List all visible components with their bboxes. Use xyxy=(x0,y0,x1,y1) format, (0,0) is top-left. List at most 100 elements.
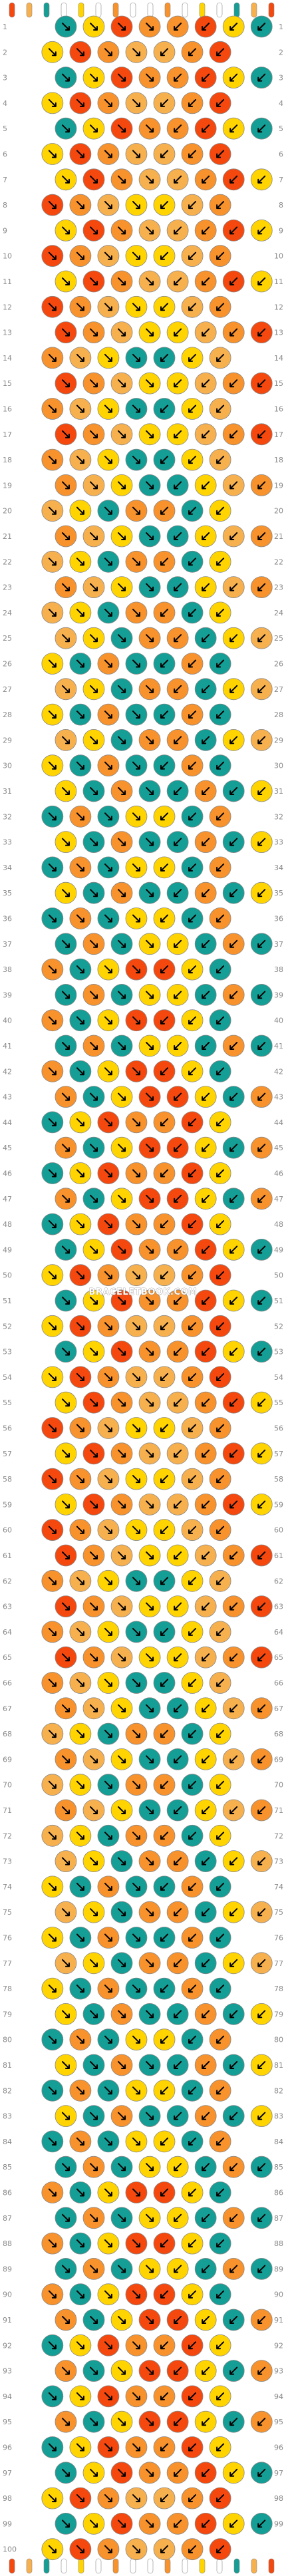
knot xyxy=(125,1009,148,1032)
strand-end-bottom xyxy=(233,2558,240,2574)
knot xyxy=(138,1850,161,1873)
knot xyxy=(82,729,105,751)
knot xyxy=(222,372,245,395)
knot xyxy=(209,1875,231,1898)
knot xyxy=(209,703,231,726)
knot xyxy=(250,372,273,395)
knot xyxy=(125,958,148,981)
row-number-left: 70 xyxy=(3,1781,12,1790)
row-number-right: 4 xyxy=(279,99,283,108)
knot xyxy=(209,2283,231,2306)
strand-end-bottom xyxy=(199,2558,206,2574)
knot xyxy=(82,2410,105,2433)
row-number-left: 16 xyxy=(3,405,12,414)
knot xyxy=(250,1341,273,1363)
knot xyxy=(82,627,105,649)
knot xyxy=(55,168,77,191)
row-number-left: 26 xyxy=(3,660,12,669)
knot xyxy=(125,295,148,318)
knot xyxy=(222,729,245,751)
knot xyxy=(181,1417,204,1439)
knot xyxy=(181,601,204,624)
row-number-right: 41 xyxy=(274,1042,283,1050)
row-number-left: 80 xyxy=(3,2036,12,2044)
knot xyxy=(138,1901,161,1923)
knot xyxy=(153,1519,176,1541)
knot xyxy=(166,1850,189,1873)
knot xyxy=(82,831,105,853)
knot xyxy=(138,168,161,191)
knot xyxy=(222,831,245,853)
knot xyxy=(250,321,273,344)
knot xyxy=(138,984,161,1006)
knot xyxy=(138,2257,161,2280)
knot xyxy=(110,2207,133,2229)
knot xyxy=(125,703,148,726)
knot xyxy=(194,882,217,904)
knot xyxy=(166,678,189,701)
knot xyxy=(166,729,189,751)
knot xyxy=(181,41,204,63)
knot xyxy=(250,1442,273,1465)
knot xyxy=(69,1519,92,1541)
row-number-right: 95 xyxy=(274,2418,283,2426)
knot xyxy=(138,2156,161,2178)
knot xyxy=(82,2207,105,2229)
knot xyxy=(125,1162,148,1184)
strand-end-top xyxy=(216,2,223,18)
knot xyxy=(138,678,161,701)
knot xyxy=(222,1442,245,1465)
row-number-left: 8 xyxy=(3,201,7,210)
knot xyxy=(41,1875,64,1898)
knot xyxy=(181,856,204,879)
knot xyxy=(110,15,133,38)
knot xyxy=(153,2538,176,2561)
knot xyxy=(69,143,92,165)
knot xyxy=(41,2028,64,2051)
knot xyxy=(138,831,161,853)
knot xyxy=(209,1977,231,2000)
knot xyxy=(250,2257,273,2280)
row-number-left: 2 xyxy=(3,48,7,57)
row-number-left: 86 xyxy=(3,2189,12,2197)
knot xyxy=(110,780,133,802)
knot xyxy=(250,627,273,649)
knot xyxy=(55,1289,77,1312)
row-number-right: 81 xyxy=(274,2061,283,2070)
row-number-left: 60 xyxy=(3,1526,12,1535)
knot xyxy=(55,2309,77,2331)
knot xyxy=(125,1519,148,1541)
row-number-right: 84 xyxy=(274,2138,283,2146)
row-number-right: 8 xyxy=(279,201,283,210)
knot xyxy=(209,2334,231,2356)
knot xyxy=(55,576,77,598)
knot xyxy=(153,1569,176,1592)
row-number-right: 23 xyxy=(274,583,283,592)
knot xyxy=(194,1646,217,1669)
knot xyxy=(110,831,133,853)
knot xyxy=(97,1977,120,2000)
knot xyxy=(125,398,148,420)
knot xyxy=(82,168,105,191)
knot xyxy=(97,907,120,929)
knot xyxy=(110,1035,133,1057)
knot xyxy=(166,1748,189,1770)
strand-end-bottom xyxy=(112,2558,119,2574)
knot xyxy=(209,2538,231,2561)
knot xyxy=(69,1009,92,1032)
row-number-right: 62 xyxy=(274,1577,283,1585)
row-number-left: 91 xyxy=(3,2316,12,2325)
row-number-left: 49 xyxy=(3,1245,12,1254)
knot xyxy=(69,2232,92,2255)
knot xyxy=(110,270,133,293)
knot xyxy=(41,143,64,165)
knot xyxy=(55,2105,77,2128)
knot xyxy=(209,907,231,929)
row-number-left: 95 xyxy=(3,2418,12,2426)
knot xyxy=(181,1519,204,1541)
knot xyxy=(194,1544,217,1567)
knot xyxy=(209,245,231,267)
knot xyxy=(138,882,161,904)
knot xyxy=(110,372,133,395)
knot xyxy=(194,372,217,395)
